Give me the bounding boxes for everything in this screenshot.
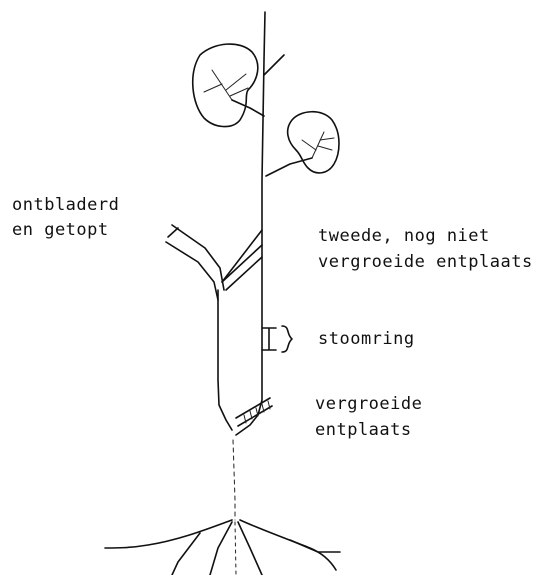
topped-branch-upper (172, 225, 224, 290)
leaf-small-vein-1 (318, 146, 332, 150)
leaf-large-vein-2 (204, 84, 222, 92)
steam-ring-bracket (262, 328, 276, 350)
leaf-large (193, 44, 258, 127)
label-grown-graft-line1: vergroeide (315, 392, 422, 416)
main-stem-left-edge (218, 290, 232, 430)
label-defoliated-topped-line1: ontbladerd (12, 193, 119, 217)
leaf-small-vein-2 (302, 140, 316, 150)
rootstock-stem (233, 440, 235, 520)
leaf-small-vein-3 (320, 138, 334, 140)
stem-tip-branch (264, 55, 284, 75)
label-second-graft-line1: tweede, nog niet (318, 224, 490, 248)
label-second-graft-line2: vergroeide entplaats (318, 250, 533, 274)
label-defoliated-topped-line2: en getopt (12, 218, 109, 242)
root-left (105, 520, 232, 548)
leaf-large-vein-1 (226, 74, 246, 90)
leaf-large-petiole (232, 100, 264, 116)
steam-ring-brace (282, 326, 292, 352)
label-steam-ring: stoomring (318, 327, 415, 351)
topped-branch-lower (166, 242, 218, 300)
graft-union-band-top (236, 398, 270, 418)
scion-base-left (222, 230, 262, 282)
graft-union-band-bottom (238, 406, 272, 426)
root-center-right (238, 522, 262, 575)
leaf-small (288, 112, 339, 173)
leaf-small-petiole (266, 158, 312, 176)
root-center (235, 522, 236, 575)
leaf-large-vein-3 (230, 88, 248, 96)
root-right-sub (290, 540, 340, 552)
root-right (240, 520, 336, 570)
label-grown-graft-line2: entplaats (315, 418, 412, 442)
leaf-large-midrib (212, 70, 232, 100)
main-stem-right-edge (236, 12, 265, 435)
leaf-small-midrib (312, 132, 324, 158)
topped-branch-cut (168, 228, 178, 237)
root-center-left (210, 522, 232, 575)
